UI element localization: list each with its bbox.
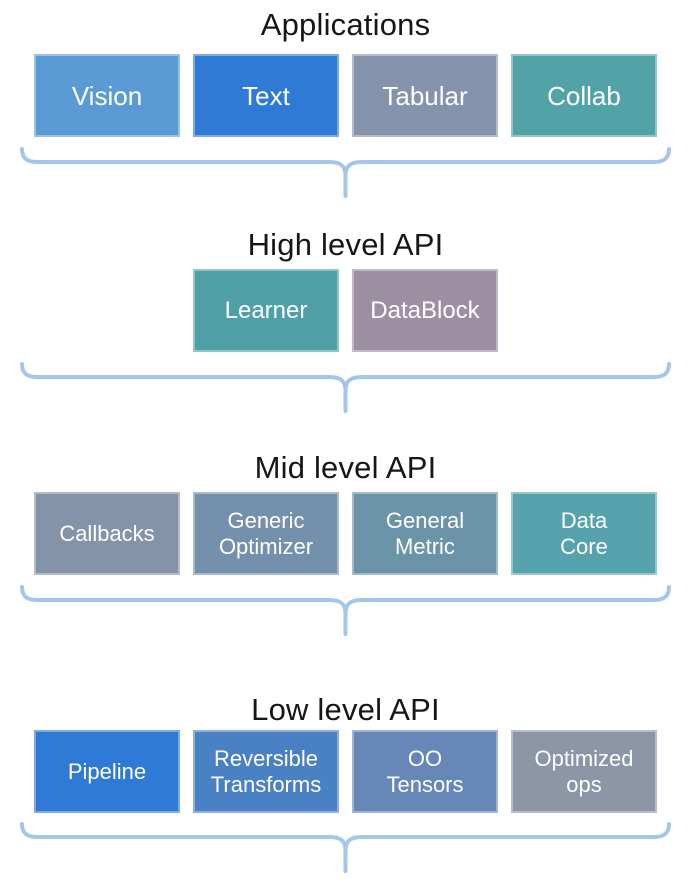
box-vision: Vision <box>34 54 180 137</box>
box-label-line: Tabular <box>382 80 468 111</box>
box-label-line: Transforms <box>210 771 322 797</box>
box-label-line: DataBlock <box>370 296 480 324</box>
box-callbacks: Callbacks <box>34 492 180 575</box>
section-title-mid-level-api: Mid level API <box>254 450 437 485</box>
box-label-line: Learner <box>224 296 308 324</box>
box-label-line: Vision <box>71 80 143 111</box>
section-title-applications: Applications <box>260 7 431 42</box>
box-text: Text <box>193 54 339 137</box>
box-label-line: Core <box>560 533 608 559</box>
box-label-line: Reversible <box>214 745 318 771</box>
box-tabular: Tabular <box>352 54 498 137</box>
box-label-line: Pipeline <box>67 758 147 784</box>
box-label-line: Tensors <box>386 771 464 797</box>
box-learner: Learner <box>193 269 339 352</box>
brace-down-icon <box>20 822 671 873</box>
high-level-box-row: Learner DataBlock <box>0 269 691 352</box>
box-label-line: General <box>385 507 465 533</box>
box-collab: Collab <box>511 54 657 137</box>
box-label-line: Text <box>242 80 290 111</box>
box-label-line: ops <box>566 771 602 797</box>
box-label-line: OO <box>407 745 443 771</box>
box-label-line: Generic <box>227 507 305 533</box>
brace-down-icon <box>20 362 671 413</box>
section-title-high-level-api: High level API <box>247 227 444 262</box>
brace-down-icon <box>20 147 671 198</box>
section-title-low-level-api: Low level API <box>251 692 440 727</box>
box-label-line: Metric <box>395 533 455 559</box>
box-label-line: Optimized <box>534 745 634 771</box>
section-applications: Applications Vision Text Tabular Collab <box>0 5 691 199</box>
section-high-level-api: High level API Learner DataBlock <box>0 225 691 414</box>
brace-down-icon <box>20 585 671 636</box>
box-pipeline: Pipeline <box>34 730 180 813</box>
box-label-line: Callbacks <box>59 520 155 546</box>
box-label-line: Collab <box>547 80 621 111</box>
box-label-line: Optimizer <box>218 533 314 559</box>
box-label-line: Data <box>560 507 608 533</box>
applications-box-row: Vision Text Tabular Collab <box>0 54 691 137</box>
box-datablock: DataBlock <box>352 269 498 352</box>
